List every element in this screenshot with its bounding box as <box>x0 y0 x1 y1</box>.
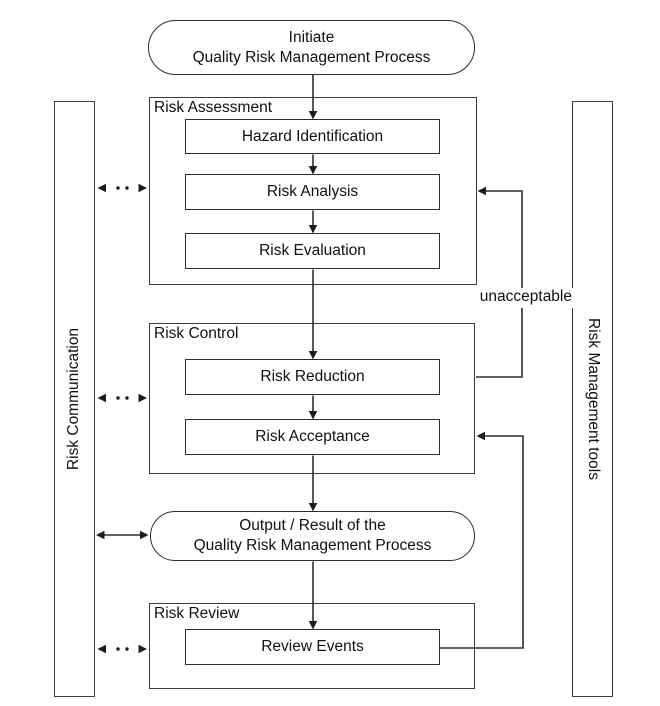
step-risk-reduction: Risk Reduction <box>185 359 440 395</box>
step-risk-analysis: Risk Analysis <box>185 174 440 210</box>
step-hazard-identification: Hazard Identification <box>185 119 440 154</box>
risk-management-tools-label: Risk Management tools <box>584 318 602 480</box>
feedback-arrow-unacceptable <box>476 186 523 378</box>
output-terminal: Output / Result of the Quality Risk Mana… <box>150 511 475 561</box>
output-line1: Output / Result of the <box>239 517 386 534</box>
step-review-events: Review Events <box>185 629 440 665</box>
communication-arrow-dotted-review <box>97 644 147 654</box>
communication-arrow-solid <box>96 530 149 540</box>
risk-review-label: Risk Review <box>154 605 240 622</box>
step-risk-acceptance: Risk Acceptance <box>185 419 440 455</box>
initiate-line1: Initiate <box>288 28 335 46</box>
risk-management-tools-bar: Risk Management tools <box>572 101 613 697</box>
risk-control-label: Risk Control <box>154 325 239 342</box>
risk-communication-bar: Risk Communication <box>54 101 95 697</box>
unacceptable-label: unacceptable <box>466 288 573 308</box>
risk-assessment-label: Risk Assessment <box>154 99 273 116</box>
communication-arrow-dotted-assessment <box>97 183 147 193</box>
communication-arrow-dotted-control <box>97 393 147 403</box>
risk-communication-label: Risk Communication <box>65 327 83 471</box>
initiate-terminal: Initiate Quality Risk Management Process <box>148 20 475 75</box>
output-line2: Quality Risk Management Process <box>193 537 432 554</box>
step-risk-evaluation: Risk Evaluation <box>185 233 440 269</box>
initiate-line2: Quality Risk Management Process <box>192 48 431 66</box>
